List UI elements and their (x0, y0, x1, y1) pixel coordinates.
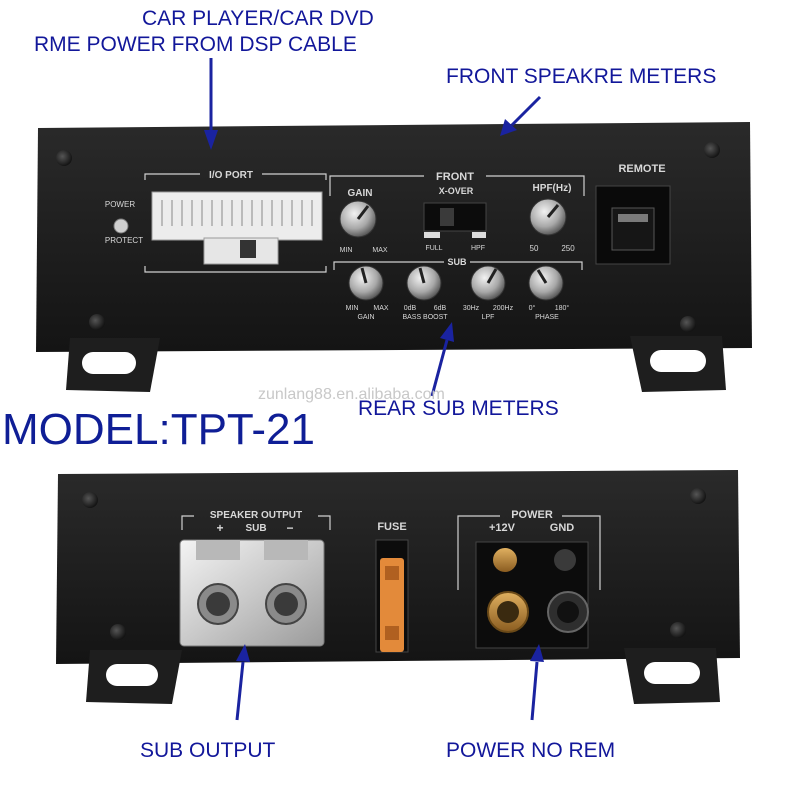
lpf-200hz-label: 200Hz (493, 305, 514, 312)
front-section-bracket (329, 175, 585, 196)
speaker-output-terminal[interactable] (179, 539, 325, 647)
power-section-label: POWER (511, 509, 553, 521)
hpf-hz-label: HPF(Hz) (533, 183, 572, 194)
fuse-label: FUSE (377, 521, 406, 533)
callout-sub-output: SUB OUTPUT (140, 739, 276, 762)
minus-label: − (286, 521, 293, 535)
protect-label: PROTECT (105, 236, 143, 245)
gain-label: GAIN (348, 188, 373, 199)
power-led (113, 218, 129, 234)
sub-output-label: SUB (245, 523, 266, 534)
remote-jack[interactable] (595, 185, 671, 265)
fuse[interactable] (375, 539, 409, 653)
front-amplifier-body (36, 122, 752, 392)
xover-switch[interactable] (423, 202, 487, 238)
gain-knob[interactable] (339, 200, 377, 238)
xover-full-label: FULL (425, 245, 442, 252)
callout-power-no-rem: POWER NO REM (446, 739, 616, 762)
screw (670, 622, 686, 638)
hpf-50-label: 50 (530, 244, 539, 253)
callout-front-meters: FRONT SPEAKRE METERS (446, 65, 717, 88)
sub-gain-label: GAIN (357, 314, 374, 321)
screw (704, 142, 720, 158)
sub-gain-min-label: MIN (346, 305, 359, 312)
phase-label: PHASE (535, 314, 559, 321)
screw (690, 488, 706, 504)
gain-max-label: MAX (372, 247, 388, 254)
screw (110, 624, 126, 640)
power-terminal[interactable] (475, 541, 589, 649)
front-label: FRONT (436, 171, 474, 183)
sub-section-bracket (333, 261, 583, 270)
callout-arrows (204, 58, 544, 721)
xover-label: X-OVER (439, 186, 474, 196)
sub-gain-knob[interactable] (348, 265, 384, 301)
callout-rear-sub: REAR SUB METERS (358, 397, 559, 420)
screw (56, 150, 72, 166)
plus-label: + (216, 521, 223, 535)
callout-car-player: CAR PLAYER/CAR DVD (142, 7, 374, 30)
hpf-knob[interactable] (529, 198, 567, 236)
io-port-bracket (144, 173, 327, 273)
screw (82, 492, 98, 508)
hpf-250-label: 250 (561, 244, 575, 253)
phase-180-label: 180° (555, 304, 570, 312)
lpf-30hz-label: 30Hz (463, 305, 480, 312)
bass-boost-knob[interactable] (406, 265, 442, 301)
callout-rme-power: RME POWER FROM DSP CABLE (34, 33, 357, 56)
power-bracket (457, 515, 601, 590)
xover-hpf-label: HPF (471, 245, 485, 252)
phase-0-label: 0° (529, 304, 536, 312)
bass-6db-label: 6dB (434, 305, 447, 312)
power-label: POWER (105, 200, 135, 209)
plus-12v-label: +12V (489, 522, 516, 534)
screw (89, 314, 105, 330)
lpf-knob[interactable] (470, 265, 506, 301)
remote-label: REMOTE (618, 163, 665, 175)
speaker-output-bracket (181, 515, 331, 530)
io-port-connector[interactable] (151, 191, 323, 265)
sub-label: SUB (447, 257, 467, 267)
bass-boost-label: BASS BOOST (402, 314, 448, 321)
bass-0db-label: 0dB (404, 305, 417, 312)
gain-min-label: MIN (340, 247, 353, 254)
lpf-label: LPF (482, 314, 495, 321)
model-title: MODEL:TPT-21 (2, 405, 315, 454)
watermark: zunlang88.en.alibaba.com (258, 386, 445, 403)
sub-gain-max-label: MAX (373, 305, 389, 312)
io-port-label: I/O PORT (209, 170, 253, 181)
phase-knob[interactable] (528, 265, 564, 301)
screw (680, 316, 696, 332)
speaker-output-label: SPEAKER OUTPUT (210, 510, 302, 521)
gnd-label: GND (550, 522, 575, 534)
